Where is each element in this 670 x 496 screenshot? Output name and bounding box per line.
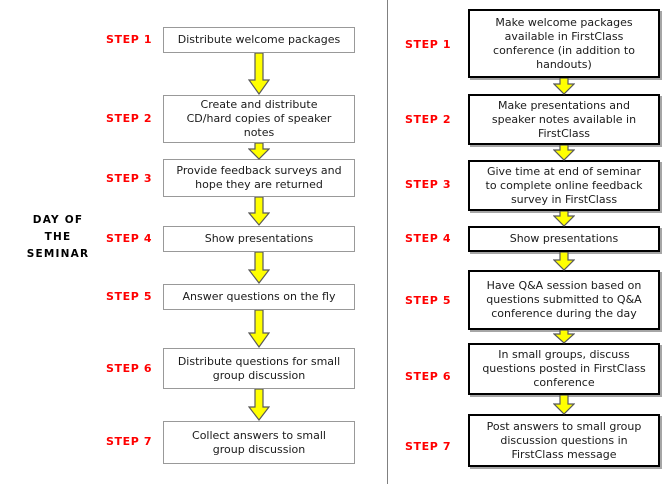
left-process-box-1[interactable]: Distribute welcome packages [163,27,355,53]
right-process-box-3[interactable]: Give time at end of seminar to complete … [468,160,660,211]
left-step-label-3: STEP 3 [106,172,153,185]
right-step-label-3: STEP 3 [405,178,452,191]
column-divider [387,0,388,484]
left-flow-arrow-4-5 [248,252,270,284]
right-flow-arrow-1-2 [553,78,575,95]
right-process-text-3: Give time at end of seminar to complete … [485,164,643,206]
left-flow-arrow-6-7 [248,389,270,421]
left-process-text-7: Collect answers to small group discussio… [192,428,326,456]
left-process-text-1: Distribute welcome packages [177,33,341,46]
right-process-text-6: In small groups, discuss questions poste… [482,348,646,389]
left-flow-arrow-5-6 [248,310,270,348]
right-flow-arrow-4-5 [553,252,575,271]
left-flow-arrow-2-3 [248,143,270,160]
right-process-text-5: Have Q&A session based on questions subm… [486,279,642,320]
left-step-label-1: STEP 1 [106,33,153,46]
left-flow-arrow-3-4 [248,197,270,226]
right-process-text-4: Show presentations [509,232,619,245]
left-process-text-2: Create and distribute CD/hard copies of … [186,98,332,139]
right-process-box-4[interactable]: Show presentations [468,226,660,252]
right-process-box-1[interactable]: Make welcome packages available in First… [468,9,660,78]
right-flow-arrow-6-7 [553,395,575,415]
left-step-label-5: STEP 5 [106,290,153,303]
right-step-label-2: STEP 2 [405,113,452,126]
left-process-text-5: Answer questions on the fly [182,290,336,303]
left-process-box-4[interactable]: Show presentations [163,226,355,252]
right-step-label-5: STEP 5 [405,294,452,307]
right-flow-arrow-2-3 [553,145,575,161]
left-step-label-2: STEP 2 [106,112,153,125]
left-process-text-3: Provide feedback surveys and hope they a… [176,164,342,191]
right-process-box-5[interactable]: Have Q&A session based on questions subm… [468,270,660,330]
left-step-label-7: STEP 7 [106,435,153,448]
right-step-label-4: STEP 4 [405,232,452,245]
right-step-label-1: STEP 1 [405,38,452,51]
right-flow-arrow-3-4 [553,211,575,227]
right-process-text-1: Make welcome packages available in First… [493,15,635,71]
left-step-label-6: STEP 6 [106,362,153,375]
left-step-label-4: STEP 4 [106,232,153,245]
right-process-text-2: Make presentations and speaker notes ava… [491,98,637,140]
left-process-box-3[interactable]: Provide feedback surveys and hope they a… [163,159,355,197]
caption-line-3: SEMINAR [26,248,90,260]
right-process-box-2[interactable]: Make presentations and speaker notes ava… [468,94,660,145]
right-process-text-7: Post answers to small group discussion q… [486,419,642,461]
left-process-text-4: Show presentations [204,232,314,245]
right-process-box-6[interactable]: In small groups, discuss questions poste… [468,343,660,395]
right-step-label-7: STEP 7 [405,440,452,453]
left-process-text-6: Distribute questions for small group dis… [177,354,341,382]
left-process-box-2[interactable]: Create and distribute CD/hard copies of … [163,95,355,143]
right-step-label-6: STEP 6 [405,370,452,383]
left-flow-arrow-1-2 [248,53,270,95]
day-of-seminar-caption: DAY OF THE SEMINAR [6,212,110,263]
right-process-box-7[interactable]: Post answers to small group discussion q… [468,414,660,467]
caption-line-2: THE [44,231,72,243]
left-process-box-5[interactable]: Answer questions on the fly [163,284,355,310]
left-process-box-7[interactable]: Collect answers to small group discussio… [163,421,355,464]
caption-line-1: DAY OF [32,214,84,226]
left-process-box-6[interactable]: Distribute questions for small group dis… [163,348,355,389]
right-flow-arrow-5-6 [553,330,575,344]
